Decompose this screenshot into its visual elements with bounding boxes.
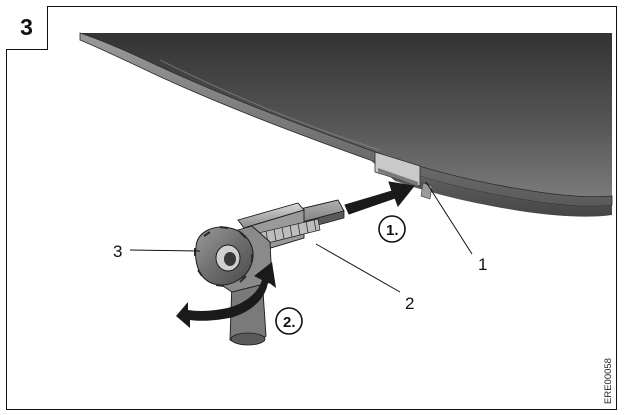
figure-code: ERE00058 <box>603 358 614 404</box>
step-marker-2-label: 2. <box>283 314 296 331</box>
rotate-arrow <box>176 262 276 328</box>
step-number: 3 <box>20 14 33 40</box>
callout-3: 3 <box>113 242 122 261</box>
step-marker-1-label: 1. <box>386 222 399 239</box>
roof-box-housing <box>79 32 613 217</box>
leader-lines <box>129 181 473 293</box>
tightening-knob <box>194 226 254 287</box>
callout-1: 1 <box>478 255 487 274</box>
step-marker-1: 1. <box>378 215 406 243</box>
step-marker-2: 2. <box>275 307 303 335</box>
callout-2: 2 <box>405 294 414 313</box>
insert-arrow <box>344 181 415 215</box>
step-number-box: 3 <box>6 6 48 50</box>
